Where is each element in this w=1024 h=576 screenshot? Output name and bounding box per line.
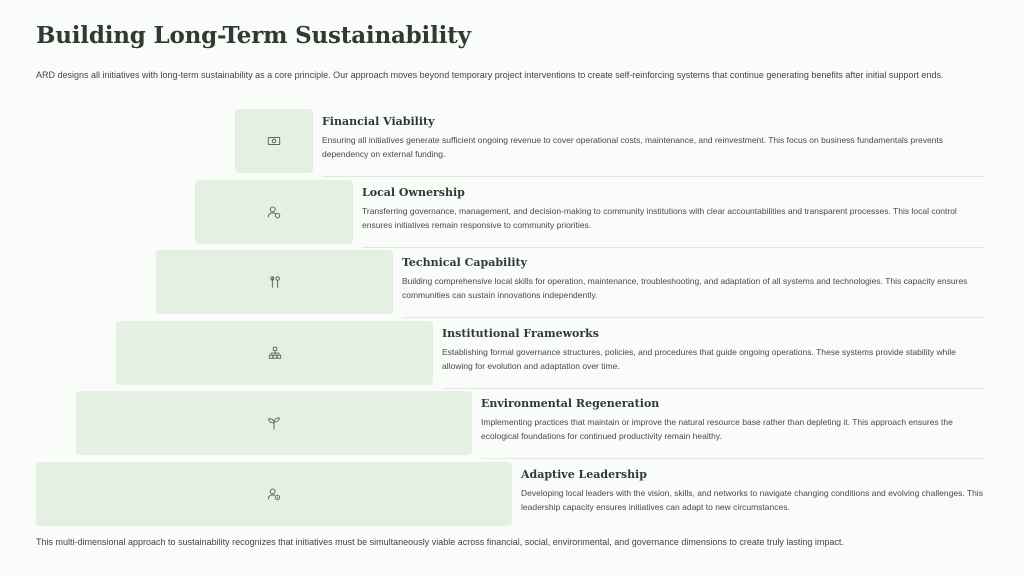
tier-title: Local Ownership: [362, 186, 465, 199]
tier-title: Financial Viability: [322, 115, 435, 128]
divider: [322, 176, 984, 177]
tier-content: Technical Capability Building comprehens…: [402, 256, 984, 302]
tier-content: Financial Viability Ensuring all initiat…: [322, 115, 984, 161]
divider: [402, 317, 984, 318]
tier-title: Adaptive Leadership: [521, 468, 647, 481]
divider: [481, 458, 984, 459]
tier-description: Building comprehensive local skills for …: [402, 276, 968, 300]
tier-title: Technical Capability: [402, 256, 528, 269]
tier-content: Local Ownership Transferring governance,…: [362, 186, 984, 232]
page-title: Building Long-Term Sustainability: [36, 22, 471, 49]
tier-local-ownership: Local Ownership Transferring governance,…: [0, 180, 1024, 248]
tier-block: [76, 391, 472, 455]
tier-description: Implementing practices that maintain or …: [481, 417, 953, 441]
tools-icon: [270, 276, 280, 288]
tier-technical-capability: Technical Capability Building comprehens…: [0, 250, 1024, 318]
tier-content: Adaptive Leadership Developing local lea…: [521, 468, 984, 514]
intro-text: ARD designs all initiatives with long-te…: [36, 70, 944, 80]
seedling-icon: [268, 417, 280, 430]
footer-text: This multi-dimensional approach to susta…: [36, 537, 844, 547]
tier-description: Developing local leaders with the vision…: [521, 488, 983, 512]
user-shield-icon: [267, 206, 281, 219]
money-icon: [267, 137, 281, 145]
divider: [362, 247, 984, 248]
tier-block: [116, 321, 433, 385]
tier-block: [235, 109, 313, 173]
sitemap-icon: [268, 346, 281, 359]
tier-content: Environmental Regeneration Implementing …: [481, 397, 984, 443]
tier-block: [36, 462, 512, 526]
tier-environmental-regeneration: Environmental Regeneration Implementing …: [0, 391, 1024, 459]
tier-description: Establishing formal governance structure…: [442, 347, 956, 371]
divider: [442, 388, 984, 389]
tier-institutional-frameworks: Institutional Frameworks Establishing fo…: [0, 321, 1024, 389]
user-compass-icon: [267, 488, 281, 501]
tier-block: [156, 250, 393, 314]
tier-description: Transferring governance, management, and…: [362, 206, 957, 230]
tier-content: Institutional Frameworks Establishing fo…: [442, 327, 984, 373]
tier-title: Environmental Regeneration: [481, 397, 660, 410]
tier-description: Ensuring all initiatives generate suffic…: [322, 135, 944, 159]
tier-financial-viability: Financial Viability Ensuring all initiat…: [0, 109, 1024, 177]
tier-block: [195, 180, 353, 244]
tier-adaptive-leadership: Adaptive Leadership Developing local lea…: [0, 462, 1024, 528]
tier-title: Institutional Frameworks: [442, 327, 599, 340]
